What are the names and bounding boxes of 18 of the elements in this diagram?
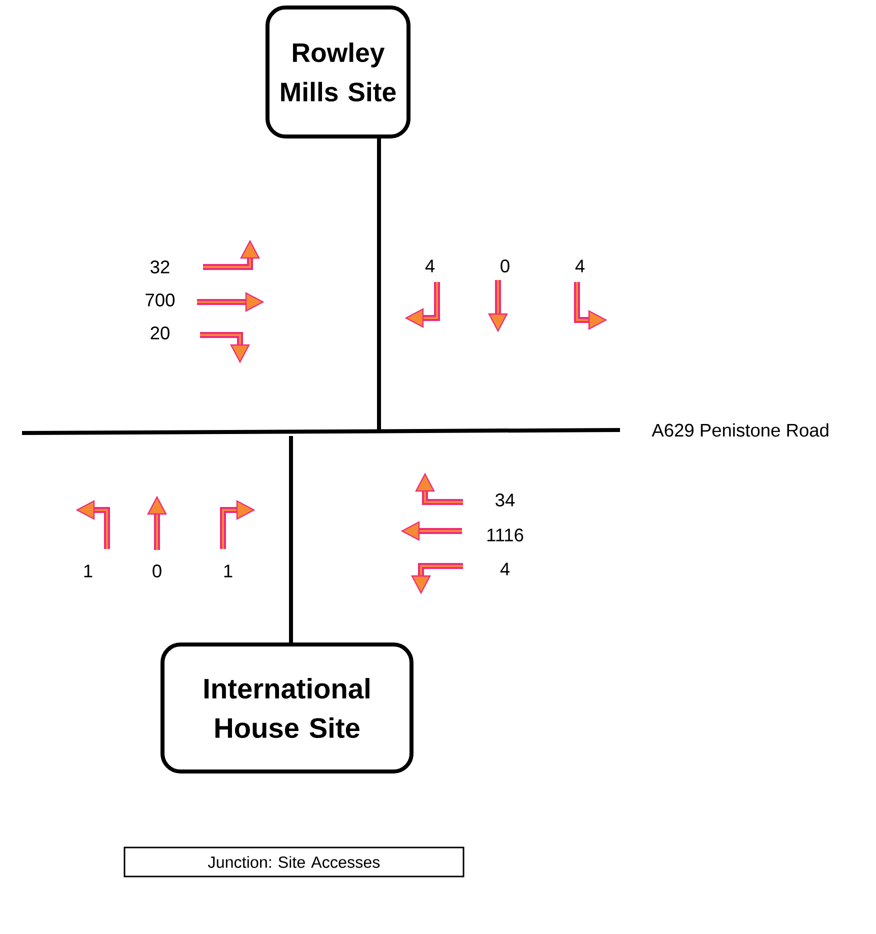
traffic-count: 0 [500, 260, 510, 272]
traffic-count: 0 [152, 564, 162, 578]
traffic-count: 32 [150, 260, 170, 274]
traffic-count: 1116 [487, 528, 524, 542]
road-name: A629 Penistone Road [652, 423, 828, 437]
site-box: Rowley Mills Site [266, 6, 410, 138]
traffic-count: 4 [425, 260, 435, 272]
connector-line [289, 436, 293, 642]
site-box: International House Site [160, 642, 414, 774]
traffic-count: 1 [84, 564, 92, 578]
traffic-count: 4 [500, 562, 510, 576]
traffic-count: 1 [224, 564, 232, 578]
traffic-count: 20 [150, 326, 170, 340]
traffic-count: 700 [146, 294, 175, 306]
connector-line [377, 138, 381, 431]
title-box: Junction: Site Accesses [124, 846, 464, 878]
traffic-count: 34 [496, 494, 515, 506]
traffic-count: 4 [575, 260, 585, 272]
